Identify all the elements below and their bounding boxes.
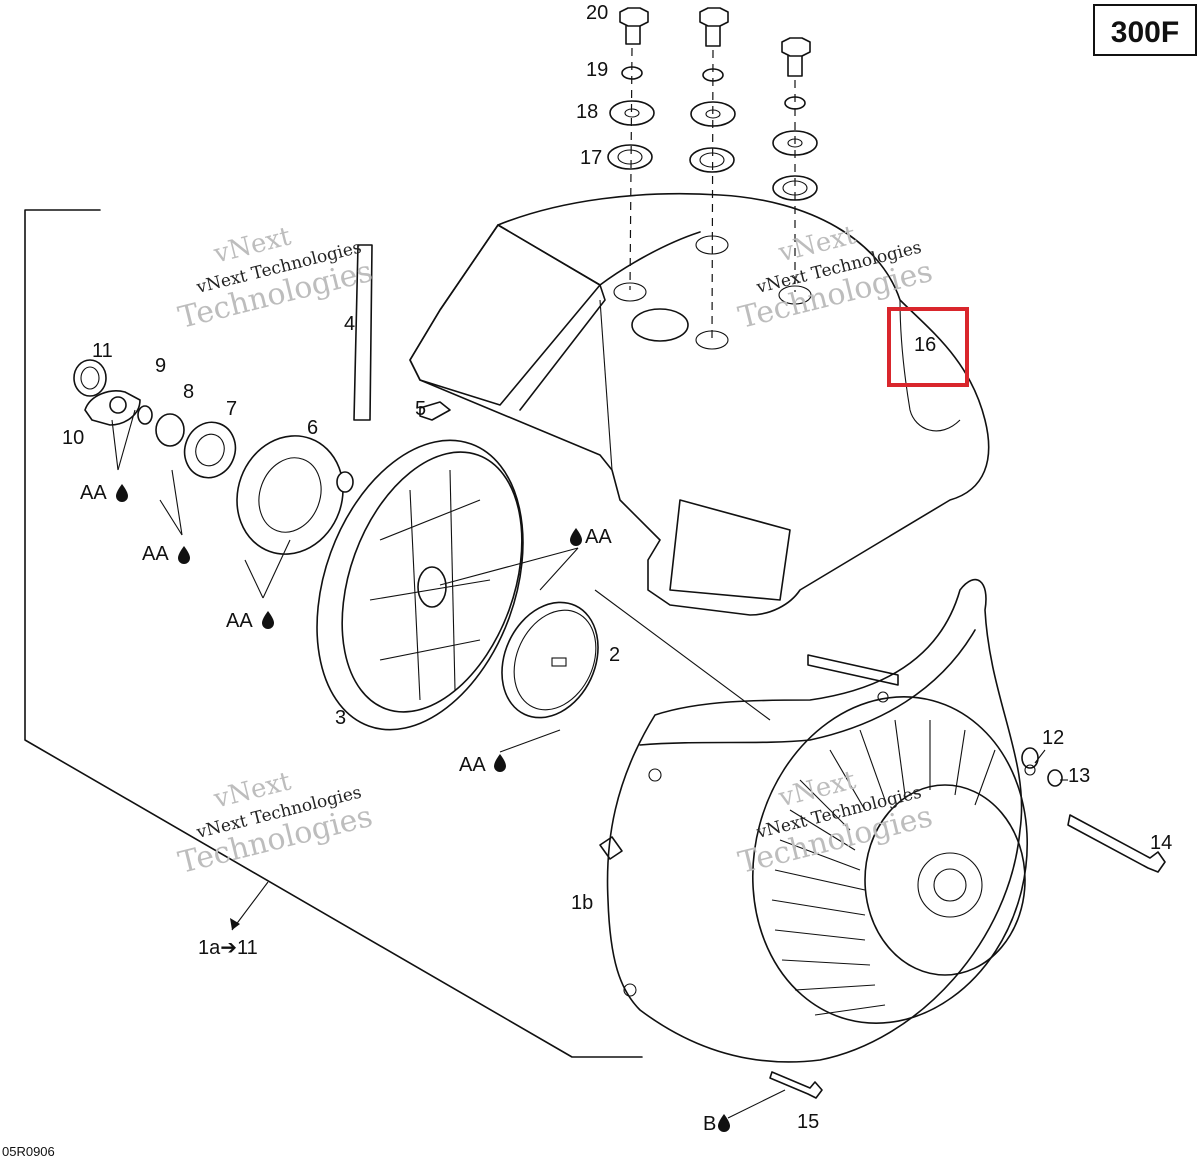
bolt-20-head-c bbox=[781, 37, 811, 57]
part-label-8: 8 bbox=[183, 381, 194, 403]
part-label-3: 3 bbox=[335, 707, 346, 729]
bolt-20-shank-a bbox=[625, 25, 641, 45]
part-label-7: 7 bbox=[226, 398, 237, 420]
part-label-18: 18 bbox=[576, 101, 598, 123]
part-label-4: 4 bbox=[344, 313, 355, 335]
spring-8 bbox=[155, 413, 185, 447]
part-label-11: 11 bbox=[92, 340, 113, 362]
part-label-16: 16 bbox=[914, 334, 936, 356]
washer-17-a bbox=[607, 144, 653, 170]
oil-drop-icon bbox=[178, 546, 190, 564]
oil-drop-icon bbox=[494, 754, 506, 772]
bolt-20-shank-c bbox=[787, 55, 803, 77]
oil-drop-icon bbox=[718, 1114, 730, 1132]
part-label-10: 10 bbox=[62, 427, 84, 449]
part-label-1a-range: 1a➔11 bbox=[198, 937, 258, 959]
model-badge: 300F bbox=[1093, 4, 1197, 56]
model-badge-text: 300F bbox=[1111, 16, 1179, 49]
part-label-2: 2 bbox=[609, 644, 620, 666]
oil-drop-icon bbox=[116, 484, 128, 502]
leader-lines bbox=[111, 409, 1068, 1119]
part-label-15: 15 bbox=[797, 1111, 819, 1133]
part-labels: 20 19 18 17 16 4 5 11 9 8 7 10 6 2 3 12 … bbox=[62, 2, 1172, 1135]
key-5 bbox=[419, 401, 451, 421]
lubricant-label-b: B bbox=[703, 1113, 716, 1135]
washer-18-a bbox=[609, 100, 655, 126]
oil-drop-icon bbox=[262, 611, 274, 629]
oil-drop-icon bbox=[570, 528, 582, 546]
part-label-9: 9 bbox=[155, 355, 166, 377]
part-label-14: 14 bbox=[1150, 832, 1172, 854]
lubricant-label-aa: AA bbox=[80, 482, 107, 504]
cooling-fins bbox=[771, 719, 996, 1016]
circlip-11 bbox=[73, 359, 107, 397]
part-label-1b: 1b bbox=[571, 892, 593, 914]
small-parts bbox=[73, 244, 451, 479]
figure-code: 05R0906 bbox=[2, 1144, 55, 1158]
bolt-stacks bbox=[607, 7, 818, 341]
rope-4 bbox=[353, 244, 373, 421]
part-label-5: 5 bbox=[415, 398, 426, 420]
starter-hub-6 bbox=[236, 435, 354, 555]
lock-plate-10 bbox=[84, 390, 141, 426]
lubricant-label-aa: AA bbox=[585, 526, 612, 548]
washer-17-b bbox=[689, 147, 735, 173]
part-label-17: 17 bbox=[580, 147, 602, 169]
part-label-20: 20 bbox=[586, 2, 608, 24]
bolt-14 bbox=[1067, 814, 1166, 873]
part-label-13: 13 bbox=[1068, 765, 1090, 787]
assembly-bracket bbox=[24, 209, 643, 1058]
bolt-15 bbox=[769, 1071, 823, 1099]
part-label-19: 19 bbox=[586, 59, 608, 81]
housing-cover-16 bbox=[409, 192, 990, 616]
part-label-12: 12 bbox=[1042, 727, 1064, 749]
bolt-20-shank-b bbox=[705, 25, 721, 47]
lubricant-drop-icons bbox=[116, 484, 730, 1132]
highlight-box bbox=[887, 307, 969, 387]
bolt-20-head-b bbox=[699, 7, 729, 27]
lubricant-label-aa: AA bbox=[226, 610, 253, 632]
part-label-6: 6 bbox=[307, 417, 318, 439]
watermarks: vNext vNext Technologies Technologies vN… bbox=[175, 220, 936, 881]
lubricant-label-aa: AA bbox=[459, 754, 486, 776]
lubricant-label-aa: AA bbox=[142, 543, 169, 565]
rope-pulley-3 bbox=[316, 439, 524, 731]
fan-housing-1b bbox=[599, 578, 1036, 1063]
washer-9 bbox=[137, 405, 153, 425]
pawl-7 bbox=[183, 421, 237, 479]
bolt-20-head-a bbox=[619, 7, 649, 27]
side-bolts bbox=[769, 747, 1166, 1099]
recoil-spring-2 bbox=[501, 601, 599, 719]
